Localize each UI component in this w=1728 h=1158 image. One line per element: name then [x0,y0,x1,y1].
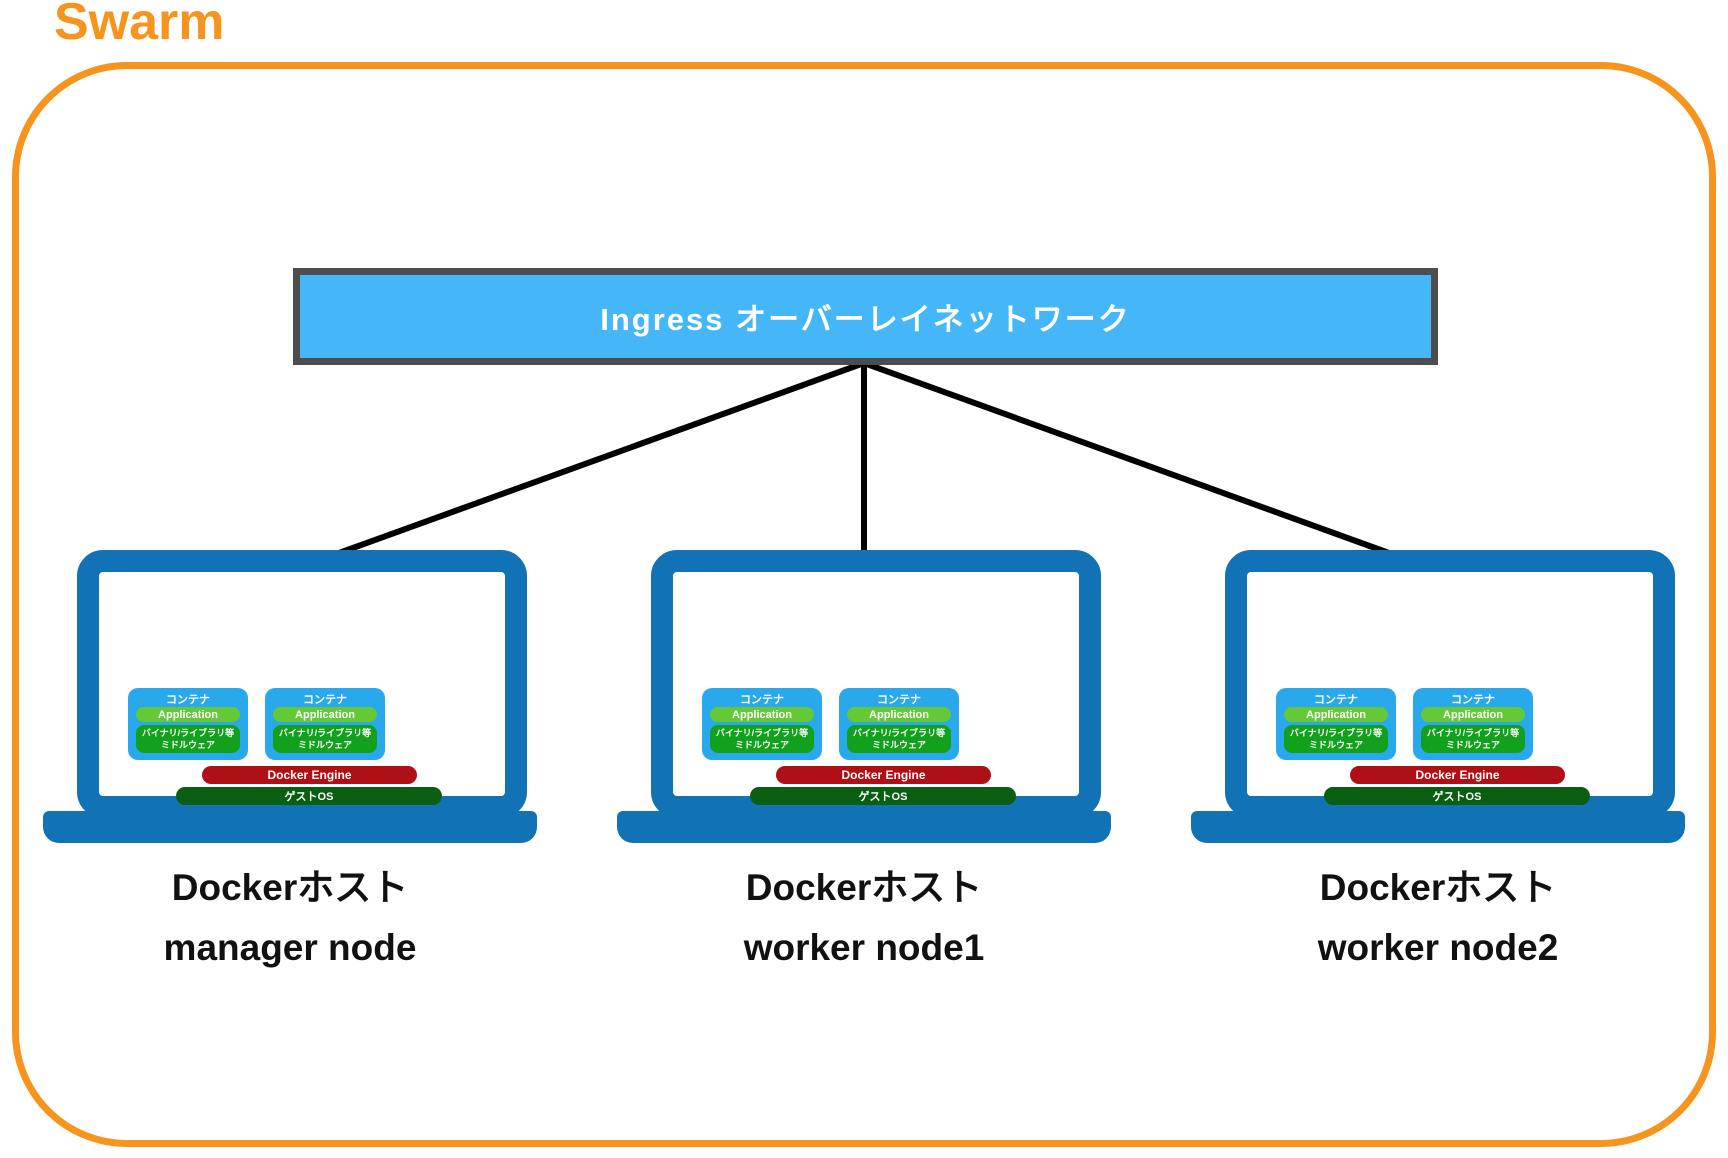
middleware-layer: バイナリ/ライブラリ等 ミドルウェア [273,725,377,753]
ingress-overlay-network-label: Ingress オーバーレイネットワーク [600,302,1131,337]
host-label-en: manager node [163,927,417,968]
container-box: コンテナ Application バイナリ/ライブラリ等 ミドルウェア [128,688,248,760]
host-label: Dockerホスト worker node2 [1188,858,1688,978]
middleware-layer: バイナリ/ライブラリ等 ミドルウェア [847,725,951,753]
diagram-title: Swarm [54,0,225,51]
host-label: Dockerホスト worker node1 [614,858,1114,978]
middleware-line2: ミドルウェア [871,740,926,750]
middleware-layer: バイナリ/ライブラリ等 ミドルウェア [1284,725,1388,753]
application-layer: Application [273,707,377,722]
host-label-en: worker node2 [1317,927,1559,968]
container-box: コンテナ Application バイナリ/ライブラリ等 ミドルウェア [265,688,385,760]
ingress-overlay-network: Ingress オーバーレイネットワーク [293,268,1438,365]
host-label-jp: Dockerホスト [745,867,983,908]
middleware-layer: バイナリ/ライブラリ等 ミドルウェア [136,725,240,753]
guest-os-layer: ゲストOS [176,787,442,805]
host-label-jp: Dockerホスト [171,867,409,908]
container-box: コンテナ Application バイナリ/ライブラリ等 ミドルウェア [1276,688,1396,760]
middleware-line1: バイナリ/ライブラリ等 [852,728,946,738]
container-title: コンテナ [877,694,921,706]
docker-host-worker1: コンテナ Application バイナリ/ライブラリ等 ミドルウェア コンテナ… [614,550,1114,1010]
middleware-line2: ミドルウェア [734,740,789,750]
application-layer: Application [1421,707,1525,722]
application-layer: Application [847,707,951,722]
host-label: Dockerホスト manager node [40,858,540,978]
guest-os-layer: ゲストOS [750,787,1016,805]
middleware-line1: バイナリ/ライブラリ等 [278,728,372,738]
host-label-jp: Dockerホスト [1319,867,1557,908]
docker-engine-layer: Docker Engine [202,766,417,784]
middleware-line2: ミドルウェア [160,740,215,750]
container-title: コンテナ [1314,694,1358,706]
docker-host-manager: コンテナ Application バイナリ/ライブラリ等 ミドルウェア コンテナ… [40,550,540,1010]
docker-engine-layer: Docker Engine [1350,766,1565,784]
container-title: コンテナ [303,694,347,706]
docker-host-worker2: コンテナ Application バイナリ/ライブラリ等 ミドルウェア コンテナ… [1188,550,1688,1010]
host-label-en: worker node1 [743,927,985,968]
application-layer: Application [1284,707,1388,722]
container-title: コンテナ [740,694,784,706]
guest-os-layer: ゲストOS [1324,787,1590,805]
container-box: コンテナ Application バイナリ/ライブラリ等 ミドルウェア [839,688,959,760]
container-box: コンテナ Application バイナリ/ライブラリ等 ミドルウェア [702,688,822,760]
middleware-line2: ミドルウェア [297,740,352,750]
middleware-line1: バイナリ/ライブラリ等 [141,728,235,738]
middleware-line2: ミドルウェア [1308,740,1363,750]
middleware-line1: バイナリ/ライブラリ等 [1289,728,1383,738]
middleware-line1: バイナリ/ライブラリ等 [715,728,809,738]
middleware-layer: バイナリ/ライブラリ等 ミドルウェア [710,725,814,753]
application-layer: Application [710,707,814,722]
middleware-line1: バイナリ/ライブラリ等 [1426,728,1520,738]
container-title: コンテナ [1451,694,1495,706]
container-title: コンテナ [166,694,210,706]
swarm-boundary-frame [12,62,1716,1147]
middleware-line2: ミドルウェア [1445,740,1500,750]
application-layer: Application [136,707,240,722]
docker-engine-layer: Docker Engine [776,766,991,784]
container-box: コンテナ Application バイナリ/ライブラリ等 ミドルウェア [1413,688,1533,760]
middleware-layer: バイナリ/ライブラリ等 ミドルウェア [1421,725,1525,753]
